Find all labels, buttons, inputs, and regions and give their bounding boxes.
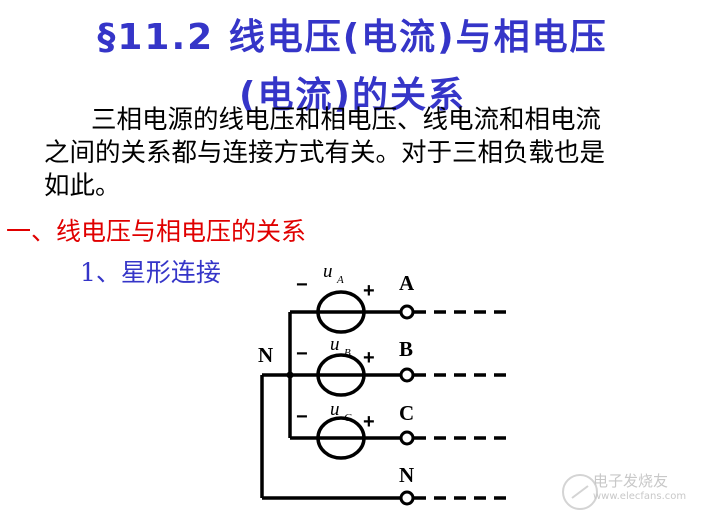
source-a-plus: + bbox=[363, 280, 375, 302]
terminal-c-icon bbox=[399, 430, 415, 446]
terminal-label-b: B bbox=[399, 337, 413, 361]
source-c-subscript: C bbox=[344, 412, 352, 424]
source-a-subscript: A bbox=[336, 274, 344, 286]
watermark-en: www.elecfans.com bbox=[593, 491, 687, 502]
source-c-minus: − bbox=[296, 406, 308, 428]
subsection-heading: 1、星形连接 bbox=[80, 258, 221, 287]
terminal-label-n: N bbox=[399, 463, 414, 487]
source-c-plus: + bbox=[363, 411, 375, 433]
intro-line-2: 之间的关系都与连接方式有关。对于三相负载也是 bbox=[44, 138, 606, 168]
source-a-symbol: u bbox=[323, 261, 333, 282]
section-heading: 一、线电压与相电压的关系 bbox=[6, 217, 307, 246]
terminal-n-icon bbox=[399, 490, 415, 506]
source-b-plus: + bbox=[363, 347, 375, 369]
title-line-2: (电流)的关系 bbox=[239, 75, 466, 116]
terminal-label-a: A bbox=[399, 271, 415, 295]
source-b-minus: − bbox=[296, 343, 308, 365]
star-node-icon bbox=[286, 371, 294, 379]
source-c-symbol: u bbox=[330, 399, 340, 420]
intro-paragraph: 三相电源的线电压和相电压、线电流和相电流 之间的关系都与连接方式有关。对于三相负… bbox=[44, 104, 694, 203]
terminal-b-icon bbox=[399, 367, 415, 383]
source-a-minus: − bbox=[296, 274, 308, 296]
watermark-logo-icon bbox=[562, 474, 598, 510]
terminal-label-c: C bbox=[399, 401, 414, 425]
terminal-a-icon bbox=[399, 304, 415, 320]
watermark-cn: 电子发烧友 bbox=[593, 472, 669, 490]
neutral-point-label: N bbox=[258, 343, 273, 367]
watermark: 电子发烧友 www.elecfans.com bbox=[555, 470, 686, 502]
intro-line-3: 如此。 bbox=[44, 171, 121, 201]
title-line-1: §11.2 线电压(电流)与相电压 bbox=[97, 17, 608, 58]
source-b-symbol: u bbox=[330, 334, 340, 355]
intro-line-1: 三相电源的线电压和相电压、线电流和相电流 bbox=[91, 105, 602, 135]
source-b-subscript: B bbox=[344, 347, 351, 359]
